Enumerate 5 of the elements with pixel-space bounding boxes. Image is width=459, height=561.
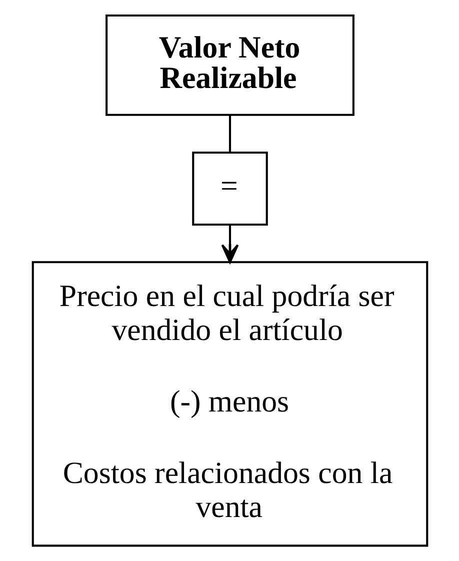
node-box: Precio en el cual podría ser vendido el artículo (-) menos Costos relacionados con la venta — [31, 261, 428, 547]
arrow — [220, 224, 238, 264]
node-box: = — [192, 152, 268, 226]
connector — [228, 115, 231, 152]
node-box: Valor Neto Realizable — [105, 14, 354, 116]
